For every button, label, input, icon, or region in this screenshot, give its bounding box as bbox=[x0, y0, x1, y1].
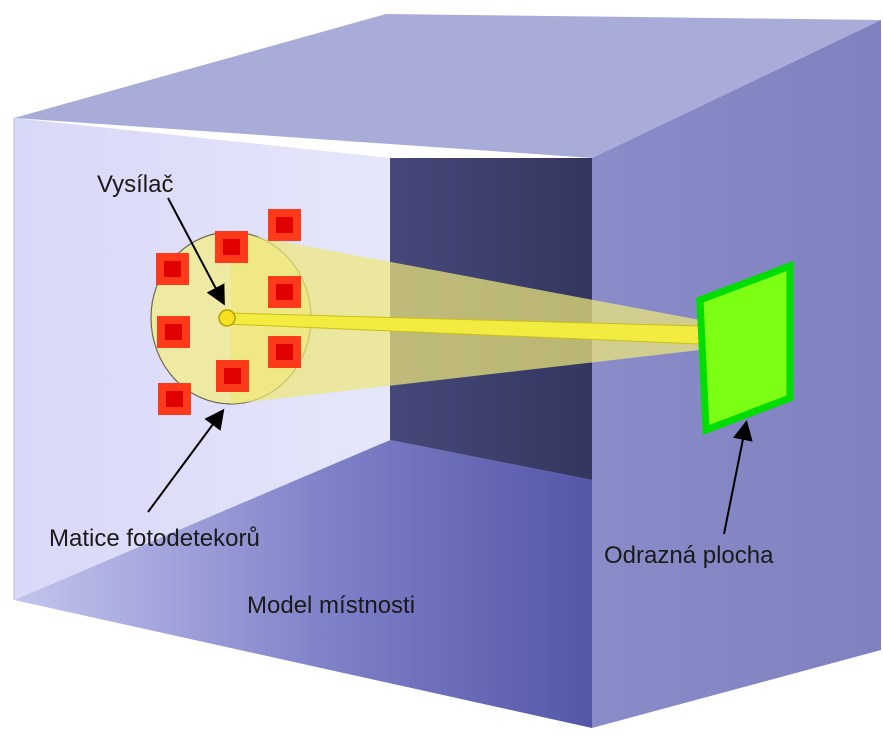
photodetector bbox=[268, 336, 301, 368]
photodetector bbox=[268, 276, 301, 308]
room-model-label: Model místnosti bbox=[247, 592, 415, 619]
transmitter-label: Vysílač bbox=[97, 171, 173, 198]
photodetector bbox=[157, 316, 190, 348]
room-floor bbox=[14, 440, 592, 728]
photodetector-array bbox=[156, 209, 301, 415]
detector-array-label: Matice fotodetekorů bbox=[49, 525, 260, 552]
photodetector bbox=[215, 231, 248, 263]
photodetector bbox=[158, 383, 191, 415]
photodetector bbox=[268, 209, 301, 241]
reflective-surface bbox=[696, 260, 794, 435]
photodetector bbox=[156, 253, 189, 285]
reflective-surface-label: Odrazná plocha bbox=[604, 542, 774, 569]
room-top-wall bbox=[14, 14, 881, 158]
transmitter-arrow bbox=[167, 197, 225, 306]
light-cone bbox=[231, 232, 700, 404]
transmitter-dot bbox=[218, 309, 236, 327]
reflector-arrow bbox=[723, 420, 753, 535]
detector-array-arrow bbox=[147, 408, 225, 513]
photodetector bbox=[216, 360, 249, 392]
